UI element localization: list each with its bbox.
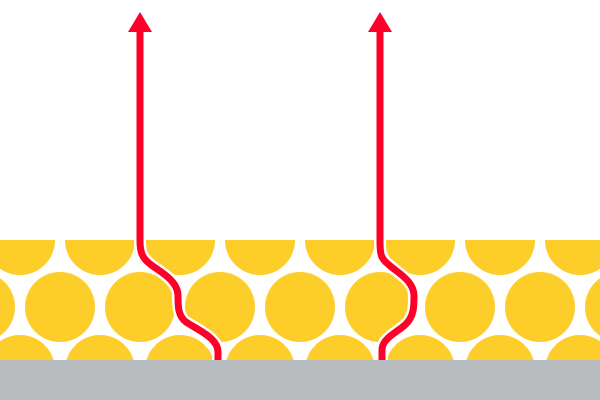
arrowhead-up-icon (368, 12, 392, 32)
particle-circle (265, 272, 335, 342)
particle-circle (225, 240, 295, 275)
path-arrows (128, 12, 421, 360)
particle-circle (425, 272, 495, 342)
particle-circle (0, 335, 54, 360)
particle-circle (505, 272, 575, 342)
particle-circle (305, 240, 375, 275)
particle-circle (146, 335, 214, 360)
right-path-arrow (368, 12, 421, 360)
particle-circle (185, 272, 255, 342)
particle-circle (385, 240, 455, 275)
particle-circle (0, 240, 55, 275)
particle-circle (545, 240, 600, 275)
particle-circle (465, 240, 535, 275)
particle-layer (0, 240, 600, 360)
path-line (136, 30, 222, 360)
particle-circle (105, 272, 175, 342)
particle-circle (25, 272, 95, 342)
particle-circle (306, 335, 374, 360)
left-path-arrow (128, 12, 224, 360)
particle-circle (66, 335, 134, 360)
particle-circle (0, 278, 15, 336)
particle-circle (386, 335, 454, 360)
particle-circle (466, 335, 534, 360)
arrowhead-up-icon (128, 12, 152, 32)
substrate-bar (0, 360, 600, 400)
path-line (376, 30, 418, 360)
particle-circle (546, 335, 600, 360)
particle-circle (585, 278, 600, 336)
particle-circle (65, 240, 135, 275)
particle-circle (226, 335, 294, 360)
